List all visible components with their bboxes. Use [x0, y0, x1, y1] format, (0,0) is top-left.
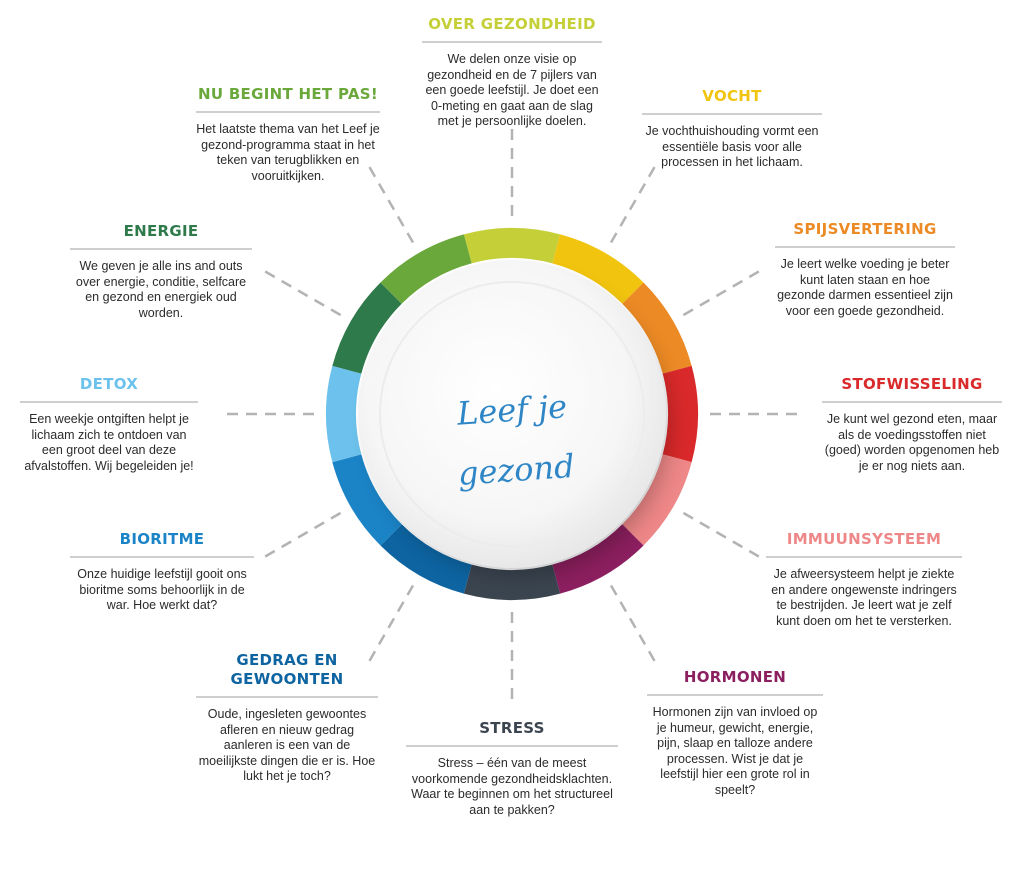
section-divider	[70, 556, 254, 558]
connector-line-spijsvertering	[682, 266, 766, 317]
ring-segment-over	[463, 228, 561, 264]
ring-segments	[326, 228, 699, 600]
connector-line-hormonen	[609, 584, 660, 668]
connector-lines	[220, 122, 804, 706]
connector-line-energie	[258, 266, 342, 317]
section-text: Een weekje ontgiften helpt je lichaam zi…	[24, 412, 194, 473]
section-over-gezondheid: OVER GEZONDHEID We delen onze visie op g…	[422, 15, 602, 130]
section-text: Stress – één van de meest voorkomende ge…	[411, 756, 613, 817]
section-divider	[406, 745, 618, 747]
connector-line-bioritme	[258, 511, 342, 562]
section-title: GEDRAG EN GEWOONTEN	[230, 651, 344, 688]
section-energie: ENERGIE We geven je alle ins and outs ov…	[70, 222, 252, 321]
section-text: Hormonen zijn van invloed op je humeur, …	[652, 705, 818, 797]
section-divider	[196, 696, 378, 698]
section-stress: STRESS Stress – één van de meest voorkom…	[406, 719, 618, 818]
section-title: ENERGIE	[123, 222, 199, 240]
ring-segment-nu	[380, 234, 472, 304]
section-divider	[422, 41, 602, 43]
ring-segment-immuunsysteem	[622, 454, 692, 546]
ring-segment-spijsvertering	[622, 282, 692, 374]
section-text: Je vochthuishouding vormt een essentiële…	[645, 124, 819, 169]
section-detox: DETOX Een weekje ontgiften helpt je lich…	[20, 375, 198, 474]
ring-segment-stofwisseling	[662, 365, 699, 463]
section-title: NU BEGINT HET PAS!	[197, 85, 379, 103]
ring-segment-hormonen	[552, 524, 644, 594]
section-title: VOCHT	[702, 87, 762, 105]
section-text: Onze huidige leefstijl gooit ons bioritm…	[77, 567, 247, 612]
section-divider	[20, 401, 198, 403]
connector-line-vocht	[609, 160, 660, 244]
section-title: SPIJSVERTERING	[793, 220, 937, 238]
section-stofwisseling: STOFWISSELING Je kunt wel gezond eten, m…	[822, 375, 1002, 474]
section-title: IMMUUNSYSTEEM	[786, 530, 942, 548]
ring-segment-energie	[332, 282, 402, 374]
section-bioritme: BIORITME Onze huidige leefstijl gooit on…	[70, 530, 254, 614]
section-text: Je leert welke voeding je beter kunt lat…	[777, 257, 953, 318]
section-text: Je afweersysteem helpt je ziekte en ande…	[771, 567, 957, 628]
section-spijsvertering: SPIJSVERTERING Je leert welke voeding je…	[775, 220, 955, 319]
section-title: HORMONEN	[683, 668, 787, 686]
ring-segment-gedrag	[380, 524, 472, 594]
connector-line-nu	[364, 160, 415, 244]
section-divider	[775, 246, 955, 248]
section-hormonen: HORMONEN Hormonen zijn van invloed op je…	[647, 668, 823, 798]
section-divider	[822, 401, 1002, 403]
section-text: Je kunt wel gezond eten, maar als de voe…	[824, 412, 1000, 473]
ring-segment-detox	[326, 365, 362, 463]
connector-line-gedrag	[364, 584, 415, 668]
section-title: BIORITME	[119, 530, 205, 548]
section-text: We delen onze visie op gezondheid en de …	[425, 52, 599, 128]
section-divider	[647, 694, 823, 696]
center-disc	[358, 260, 666, 568]
section-gedrag-en-gewoonten: GEDRAG EN GEWOONTEN Oude, ingesleten gew…	[196, 651, 378, 785]
section-title: STRESS	[479, 719, 545, 737]
section-divider	[642, 113, 822, 115]
section-vocht: VOCHT Je vochthuishouding vormt een esse…	[642, 87, 822, 171]
section-text: We geven je alle ins and outs over energ…	[75, 259, 247, 320]
center-disc-rim	[379, 281, 645, 547]
section-title: OVER GEZONDHEID	[428, 15, 596, 33]
ring-segment-vocht	[552, 234, 644, 304]
ring-segment-bioritme	[332, 454, 402, 546]
connector-line-immuunsysteem	[682, 511, 766, 562]
section-text: Oude, ingesleten gewoontes afleren en ni…	[198, 707, 376, 783]
section-immuunsysteem: IMMUUNSYSTEEM Je afweersysteem helpt je …	[766, 530, 962, 629]
section-nu-begint-het-pas: NU BEGINT HET PAS! Het laatste thema van…	[196, 85, 380, 184]
section-divider	[70, 248, 252, 250]
section-title: DETOX	[79, 375, 139, 393]
section-divider	[196, 111, 380, 113]
section-text: Het laatste thema van het Leef je gezond…	[196, 122, 380, 183]
section-divider	[766, 556, 962, 558]
section-title: STOFWISSELING	[841, 375, 983, 393]
